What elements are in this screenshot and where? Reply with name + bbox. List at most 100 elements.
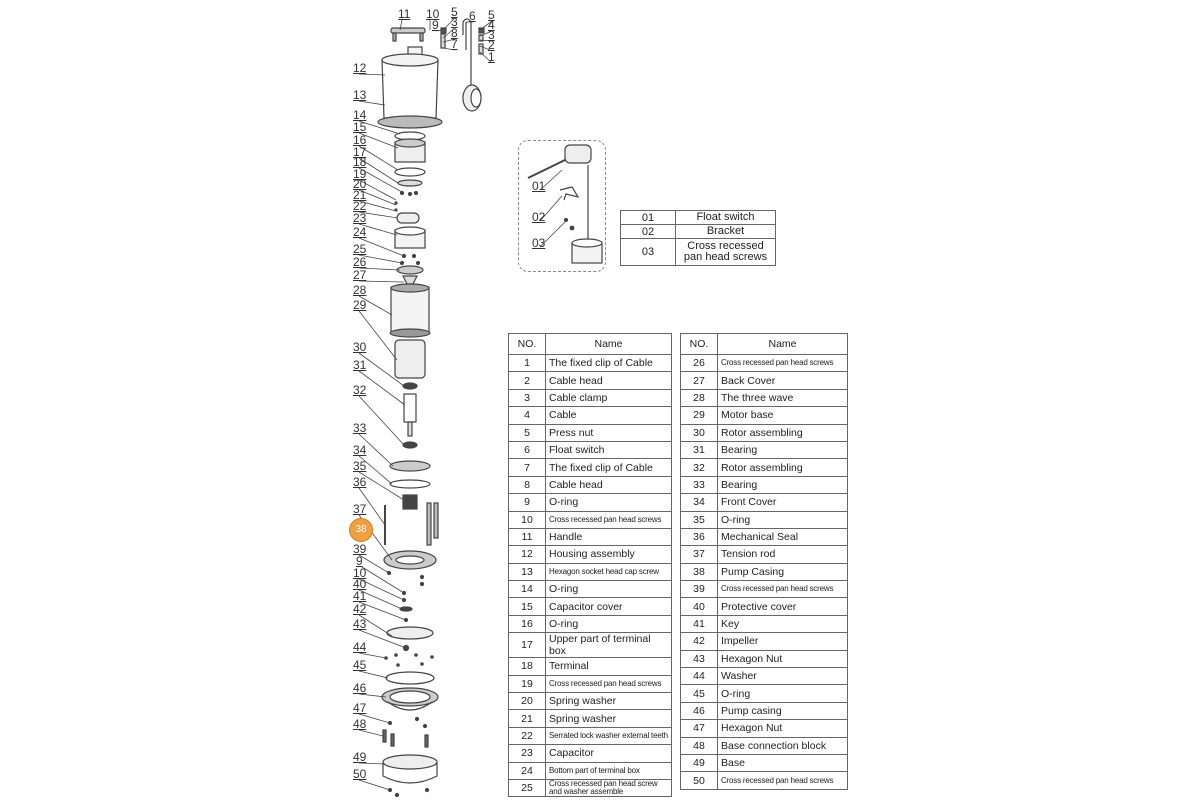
callout-label: 14 <box>353 108 367 122</box>
part-name: Tension rod <box>717 545 848 564</box>
callout-label: 10 <box>426 7 440 21</box>
float-switch-inset <box>518 140 606 272</box>
callout-label: 50 <box>353 767 367 781</box>
part-no: 49 <box>680 753 718 773</box>
callout-label: 11 <box>398 7 411 21</box>
leader-line <box>358 779 391 791</box>
leader-line <box>442 27 456 39</box>
callout-label: 47 <box>353 701 367 715</box>
part-no: 12 <box>508 545 546 564</box>
part-no: 25 <box>508 778 546 798</box>
part-name: Hexagon Nut <box>717 719 848 738</box>
part-name: Rotor assembling <box>717 458 848 477</box>
callout-label: 37 <box>353 502 367 516</box>
part-name: Capacitor <box>545 744 672 763</box>
part-no: 31 <box>680 440 718 460</box>
leader-line <box>358 237 405 257</box>
part-no: 7 <box>508 458 546 477</box>
highlight-badge: 38 <box>349 518 373 542</box>
part-no: 5 <box>508 423 546 442</box>
part-no: 13 <box>508 562 546 582</box>
part-name: Cross recessed pan head screws <box>545 674 672 694</box>
callout-label: 15 <box>353 120 367 134</box>
part-no: 44 <box>680 667 718 686</box>
callout-label: 16 <box>353 133 367 147</box>
part-name: Base connection block <box>717 736 848 755</box>
terminal-box-parts <box>394 131 426 275</box>
part-name: Spring washer <box>545 692 672 711</box>
leader-line <box>435 29 442 32</box>
callout-label: 6 <box>469 9 476 23</box>
part-name: Cross recessed pan head screws <box>717 353 848 373</box>
housing-assembly <box>377 46 443 129</box>
leader-line <box>479 51 493 64</box>
part-no: 33 <box>680 475 718 495</box>
callout-label: 34 <box>353 443 367 457</box>
leader-line <box>358 455 393 485</box>
part-name: The three wave <box>717 388 848 408</box>
leader-line <box>358 280 405 283</box>
leader-line <box>358 601 407 621</box>
callout-label: 44 <box>353 640 367 654</box>
leader-line <box>358 578 405 601</box>
callout-label: 12 <box>353 61 367 75</box>
leader-line <box>358 120 401 135</box>
part-no: 15 <box>508 597 546 616</box>
callout-label: 4 <box>488 18 495 32</box>
part-name: Washer <box>717 667 848 686</box>
part-no: 34 <box>680 493 718 512</box>
part-no: 41 <box>680 614 718 634</box>
part-no: 48 <box>680 736 718 755</box>
part-no: 20 <box>508 692 546 711</box>
part-no: 22 <box>508 726 546 746</box>
leader-line <box>358 554 390 574</box>
pump-casing <box>381 502 439 798</box>
callout-label: 18 <box>353 155 367 169</box>
leader-line <box>358 487 386 526</box>
callout-label: 41 <box>353 589 367 603</box>
part-no: 02 <box>620 224 676 239</box>
leader-line <box>358 254 403 264</box>
part-name: Cross recessed pan head screws <box>545 510 672 529</box>
table-header: NO.Name <box>680 333 848 355</box>
part-no: 8 <box>508 475 546 495</box>
part-name: Mechanical Seal <box>717 527 848 547</box>
leader-line <box>358 729 384 737</box>
callout-label: 36 <box>353 475 367 489</box>
callout-label: 3 <box>488 28 495 42</box>
part-no: 18 <box>508 657 546 676</box>
leader-line <box>442 38 456 43</box>
part-name: Bearing <box>717 440 848 460</box>
part-name: O-ring <box>545 493 672 512</box>
part-name: Capacitor cover <box>545 597 672 616</box>
part-no: 45 <box>680 684 718 703</box>
leader-line <box>442 17 456 31</box>
part-name: Cable <box>545 406 672 425</box>
callout-label: 33 <box>353 421 367 435</box>
part-name: Housing assembly <box>545 545 672 564</box>
part-name: Press nut <box>545 423 672 442</box>
callout-label: 2 <box>488 38 495 52</box>
leader-line <box>358 652 387 659</box>
part-name: Cross recessed pan head screw and washer… <box>545 778 672 798</box>
part-no: 28 <box>680 388 718 408</box>
